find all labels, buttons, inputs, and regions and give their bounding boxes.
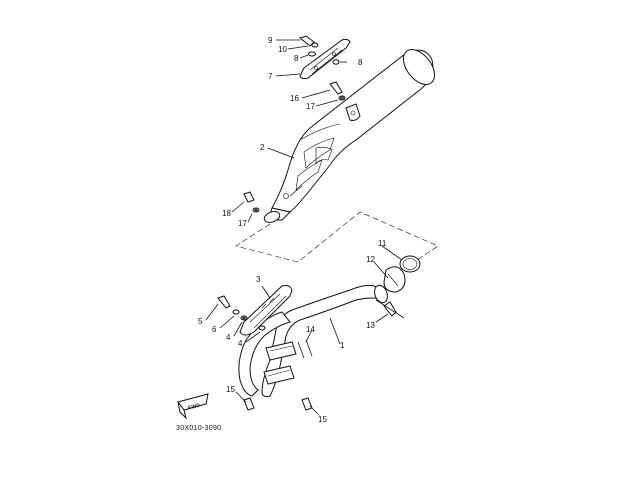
exhaust-pipe-part-1 [238,284,388,397]
callout-18: 18 [222,209,231,218]
fwd-arrow-icon [177,393,209,420]
callout-17: 17 [238,219,247,228]
assembly-dashed-line [235,211,439,271]
bolts-part-15 [243,397,313,411]
callout-6: 6 [212,325,217,334]
callout-4: 4 [226,333,231,342]
callout-15: 15 [318,415,327,424]
protector-part-3 [239,285,293,336]
diagram-code: 30X010-3090 [176,425,221,432]
callout-10: 10 [278,45,287,54]
callout-7: 7 [268,72,273,81]
callout-numbers: 9 10 8 8 7 16 17 2 18 17 11 12 13 3 5 6 … [176,36,387,432]
callout-14: 14 [306,325,315,334]
studs-part-14 [297,339,313,359]
callout-2: 2 [260,143,265,152]
leader-lines [205,39,403,415]
callout-8: 8 [294,54,299,63]
callout-4: 4 [238,339,243,348]
callout-3: 3 [256,275,261,284]
callout-11: 11 [378,239,387,248]
callout-17: 17 [306,102,315,111]
callout-13: 13 [366,321,375,330]
muffler-part-2 [263,49,436,223]
joint-gaskets [375,255,421,319]
callout-9: 9 [268,36,273,45]
callout-12: 12 [366,255,375,264]
hardware-top [298,35,346,101]
hardware-lower [217,295,266,331]
hardware-mid [243,191,260,213]
protector-part-7 [299,38,351,80]
callout-8: 8 [358,58,363,67]
fwd-label: FWD [188,403,201,412]
callout-5: 5 [198,317,203,326]
callout-15: 15 [226,385,235,394]
callout-1: 1 [340,341,345,350]
callout-16: 16 [290,94,299,103]
